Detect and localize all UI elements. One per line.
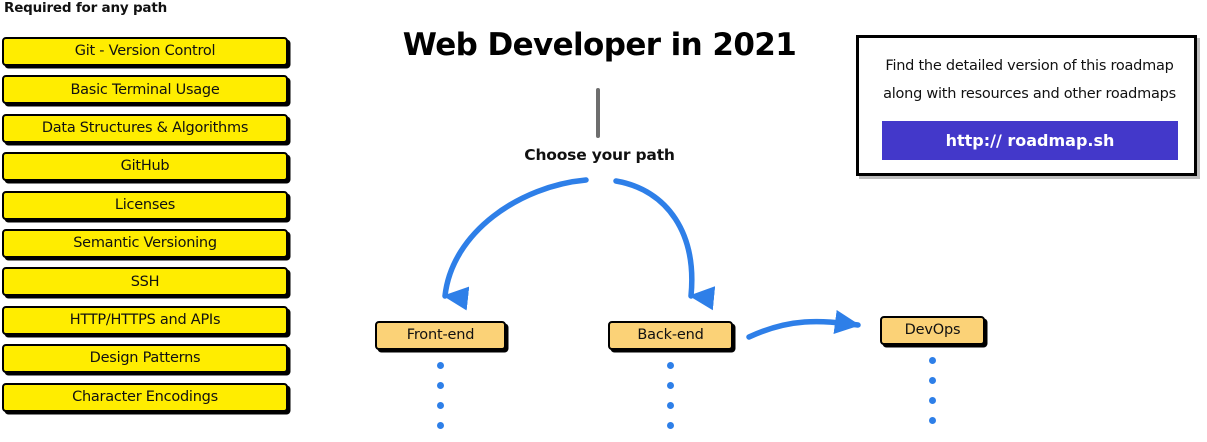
required-topic-label: Basic Terminal Usage [70,81,220,98]
required-topic-label: Semantic Versioning [73,235,217,252]
required-topic-label: HTTP/HTTPS and APIs [69,311,221,328]
dotted-trail-backend [667,362,674,442]
page-title: Web Developer in 2021 [402,27,797,63]
arrow-to-frontend [442,177,589,311]
required-topic-label: GitHub [120,158,170,175]
arrow-backend-to-devops [746,309,861,340]
required-topic-label: Data Structures & Algorithms [41,120,249,137]
roadmap-link-button[interactable]: http:// roadmap.sh [882,121,1178,160]
dotted-trail-devops [929,357,936,437]
required-topic-basic-terminal-usage[interactable]: Basic Terminal Usage [2,75,288,105]
trunk-connector-line [596,88,600,138]
arrow-to-backend [613,178,716,311]
path-box-backend[interactable]: Back-end [608,321,733,350]
path-box-label: DevOps [904,322,961,339]
required-topic-http-https-and-apis[interactable]: HTTP/HTTPS and APIs [2,305,288,335]
info-box: Find the detailed version of this roadma… [856,35,1197,176]
required-section-heading: Required for any path [4,0,167,16]
required-topic-ssh[interactable]: SSH [2,267,288,297]
required-topics-list: Git - Version Control Basic Terminal Usa… [2,37,288,421]
required-topic-label: Git - Version Control [74,43,216,60]
required-topic-label: Character Encodings [72,388,218,405]
required-topic-github[interactable]: GitHub [2,152,288,182]
required-topic-data-structures-algorithms[interactable]: Data Structures & Algorithms [2,113,288,143]
path-box-label: Back-end [637,327,704,344]
required-topic-licenses[interactable]: Licenses [2,190,288,220]
info-box-line-1: Find the detailed version of this roadma… [885,58,1174,74]
path-box-devops[interactable]: DevOps [880,316,985,345]
required-topic-label: Licenses [114,196,176,213]
required-topic-character-encodings[interactable]: Character Encodings [2,382,288,412]
info-box-line-2: along with resources and other roadmaps [883,86,1176,102]
required-topic-label: SSH [130,273,160,290]
choose-your-path-label: Choose your path [524,146,675,164]
dotted-trail-frontend [437,362,444,442]
required-topic-label: Design Patterns [89,350,201,367]
required-topic-semantic-versioning[interactable]: Semantic Versioning [2,228,288,258]
required-topic-design-patterns[interactable]: Design Patterns [2,344,288,374]
path-box-frontend[interactable]: Front-end [375,321,506,350]
path-box-label: Front-end [406,327,475,344]
roadmap-link-label: http:// roadmap.sh [945,131,1115,150]
required-topic-git[interactable]: Git - Version Control [2,37,288,66]
